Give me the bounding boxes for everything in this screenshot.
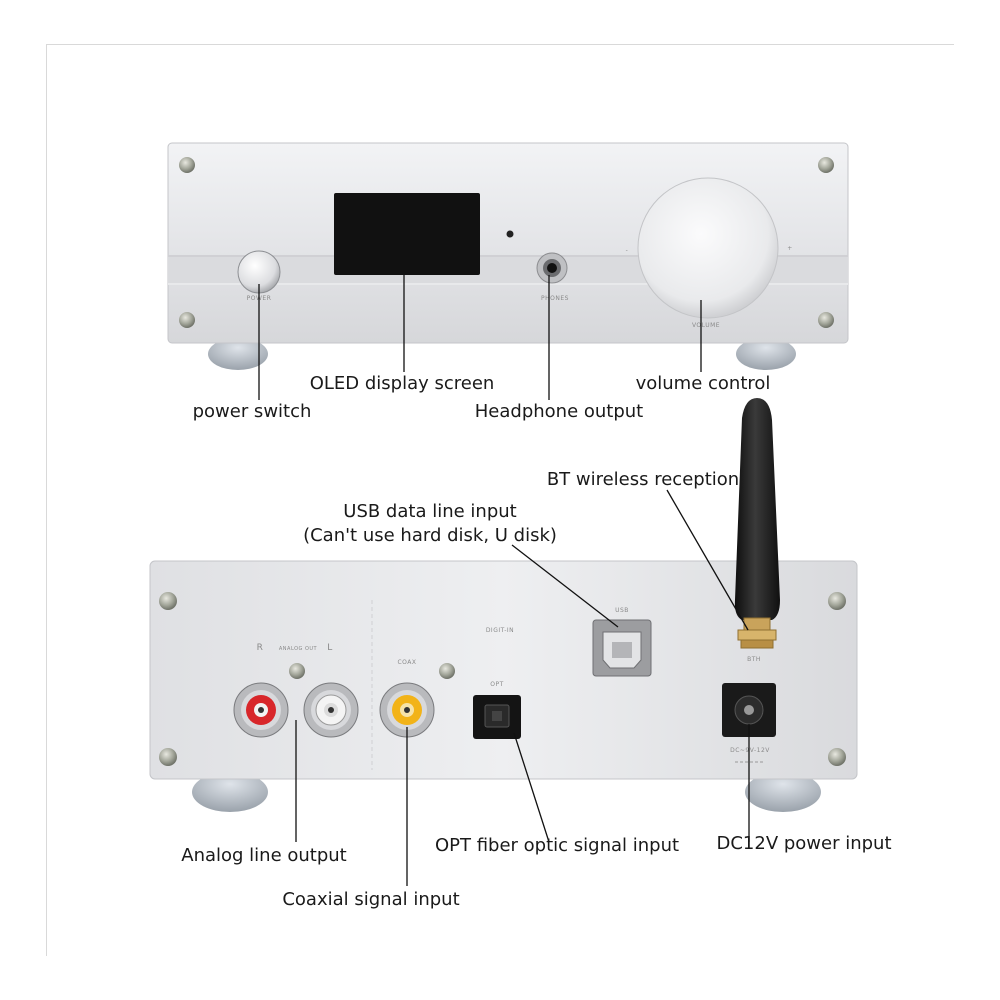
optical-jack[interactable]: [473, 695, 521, 739]
power-label: power switch: [193, 401, 312, 422]
screw-icon: [828, 592, 846, 610]
image-frame: [46, 44, 954, 956]
oled-label: OLED display screen: [310, 373, 495, 394]
front-leaders: [258, 275, 702, 400]
screw-icon: [179, 312, 195, 328]
volume-plus: +: [787, 245, 793, 252]
volume-knob[interactable]: [637, 177, 779, 319]
volume-label: volume control: [636, 373, 771, 394]
back-foot-right: [745, 772, 821, 812]
opt-label: OPT fiber optic signal input: [435, 835, 679, 856]
screw-icon: [159, 592, 177, 610]
coax-label: Coaxial signal input: [282, 889, 459, 910]
phones-engraving: PHONES: [541, 295, 569, 302]
screw-icon: [818, 157, 834, 173]
back-foot-left: [192, 772, 268, 812]
headphone-label: Headphone output: [475, 401, 644, 422]
dc-engraving: DC~9V-12V: [730, 747, 770, 754]
bt-engraving: BTH: [747, 656, 761, 663]
front-panel: POWER PHONES - + VOLUME: [167, 142, 849, 370]
rca-r-engraving: R: [257, 643, 264, 653]
rca-left-jack[interactable]: [303, 682, 359, 738]
bt-antenna: [734, 398, 780, 649]
screw-icon: [828, 748, 846, 766]
dc-power-jack[interactable]: [722, 683, 776, 737]
back-leaders: [295, 489, 750, 886]
analog-label: Analog line output: [181, 845, 347, 866]
digit-in-engraving: DIGIT-IN: [486, 627, 514, 634]
dc-label: DC12V power input: [716, 833, 891, 854]
bt-label: BT wireless reception: [547, 469, 739, 490]
usb-engraving: USB: [615, 607, 629, 614]
screw-icon: [159, 748, 177, 766]
status-led: [506, 230, 514, 238]
analog-out-engraving: ANALOG OUT: [279, 646, 318, 652]
front-foot-right: [736, 338, 796, 370]
coax-engraving: COAX: [397, 659, 416, 666]
rca-right-jack[interactable]: [233, 682, 289, 738]
front-foot-left: [208, 338, 268, 370]
volume-minus: -: [626, 247, 629, 254]
usb-label-line2: (Can't use hard disk, U disk): [303, 525, 557, 546]
screw-icon: [818, 312, 834, 328]
usb-label-line1: USB data line input: [343, 501, 516, 522]
opt-engraving: OPT: [490, 681, 504, 688]
volume-engraving: VOLUME: [692, 322, 720, 329]
screw-icon: [179, 157, 195, 173]
screw-icon: [289, 663, 305, 679]
screw-icon: [439, 663, 455, 679]
usb-b-port[interactable]: [592, 619, 652, 677]
rca-l-engraving: L: [327, 643, 333, 653]
oled-screen: [334, 193, 480, 275]
back-panel: R ANALOG OUT L COAX DIGIT-IN OPT USB BTH…: [149, 560, 858, 812]
coax-jack[interactable]: [379, 682, 435, 738]
